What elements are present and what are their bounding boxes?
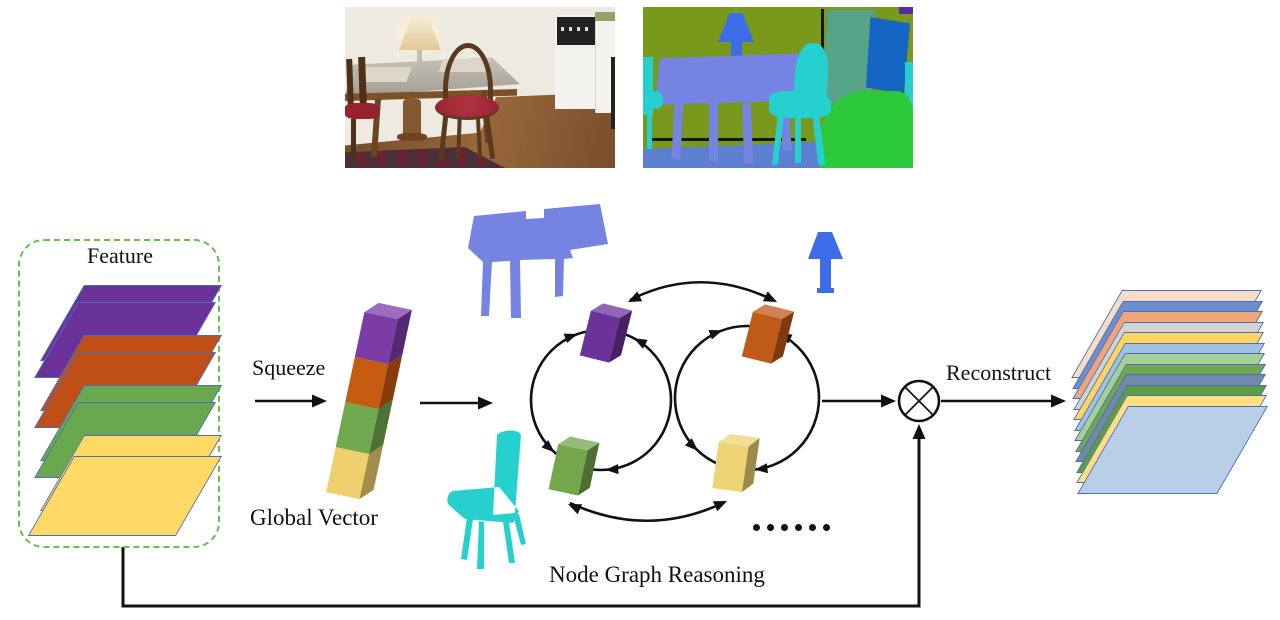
ellipsis-dot (753, 524, 760, 531)
chair-silhouette (447, 430, 526, 569)
seg-boundary-line (651, 138, 806, 141)
ellipsis-dot (795, 524, 802, 531)
arrowhead-icon (563, 333, 578, 344)
photo-counter (595, 12, 615, 21)
table-silhouette (468, 204, 608, 318)
arrowhead-icon (605, 464, 619, 475)
photo-rug (345, 147, 505, 168)
input-photo (345, 7, 615, 168)
segmentation-map (643, 7, 913, 168)
feedback-line (121, 436, 921, 608)
arrowhead-icon (712, 501, 727, 512)
multiply-icon (897, 379, 941, 423)
arrowhead-icon (912, 424, 926, 439)
seg-door (866, 17, 910, 94)
arrowhead-icon (881, 394, 896, 408)
photo-left-chair-cushion (345, 103, 379, 119)
photo-stove-panel (557, 17, 595, 45)
seg-left-chair-seat (643, 91, 663, 109)
feature-box (18, 239, 220, 548)
arrowhead-icon (1051, 394, 1066, 408)
photo-dark-edge (611, 57, 615, 129)
global-vector-label: Global Vector (250, 505, 378, 530)
seg-chair-leg (795, 115, 801, 163)
feature-label: Feature (87, 243, 153, 268)
ellipsis-dot (767, 524, 774, 531)
squeeze-label: Squeeze (252, 355, 326, 380)
seg-purple-sliver (899, 7, 913, 14)
arrowhead-icon (684, 438, 698, 451)
seg-left-chair-leg (647, 107, 652, 149)
arrowhead-icon (541, 440, 555, 453)
ellipsis-dots (753, 524, 830, 531)
seg-green-region (820, 91, 913, 168)
arrowhead-icon (754, 463, 768, 474)
seg-left-chair-back (643, 57, 653, 115)
photo-stove-knobs (561, 27, 591, 31)
seg-boundary-line (821, 9, 824, 65)
arrowhead-icon (633, 338, 648, 349)
photo-left-chair-leg (351, 119, 356, 159)
seg-lamp-stem (731, 41, 742, 67)
graph-top-arc (629, 281, 776, 303)
node-graph-reasoning-label: Node Graph Reasoning (549, 562, 765, 587)
photo-table-foot (397, 133, 427, 141)
arrowhead-icon (708, 330, 723, 340)
ellipsis-dot (809, 524, 816, 531)
arrowhead-icon (628, 291, 643, 302)
reconstruct-label: Reconstruct (946, 360, 1052, 385)
photo-chair-hoop (443, 43, 493, 101)
ellipsis-dot (823, 524, 830, 531)
segment-table-shape (468, 204, 608, 318)
graph-bottom-arc (569, 500, 726, 522)
segment-chair-shape (447, 430, 526, 569)
ellipsis-dot (781, 524, 788, 531)
lamp-silhouette (808, 232, 843, 293)
photo-table-pedestal (403, 99, 421, 137)
photo-cabinet (595, 21, 615, 113)
node-front-face (712, 442, 749, 493)
graph-node (712, 432, 760, 493)
arrowhead-icon (762, 291, 777, 302)
segment-lamp-shape (808, 232, 843, 293)
arrowhead-icon (312, 394, 327, 408)
photo-chair-seat (435, 95, 499, 120)
seg-table-leg (709, 103, 718, 161)
arrowhead-icon (568, 504, 583, 515)
arrowhead-icon (478, 396, 493, 410)
